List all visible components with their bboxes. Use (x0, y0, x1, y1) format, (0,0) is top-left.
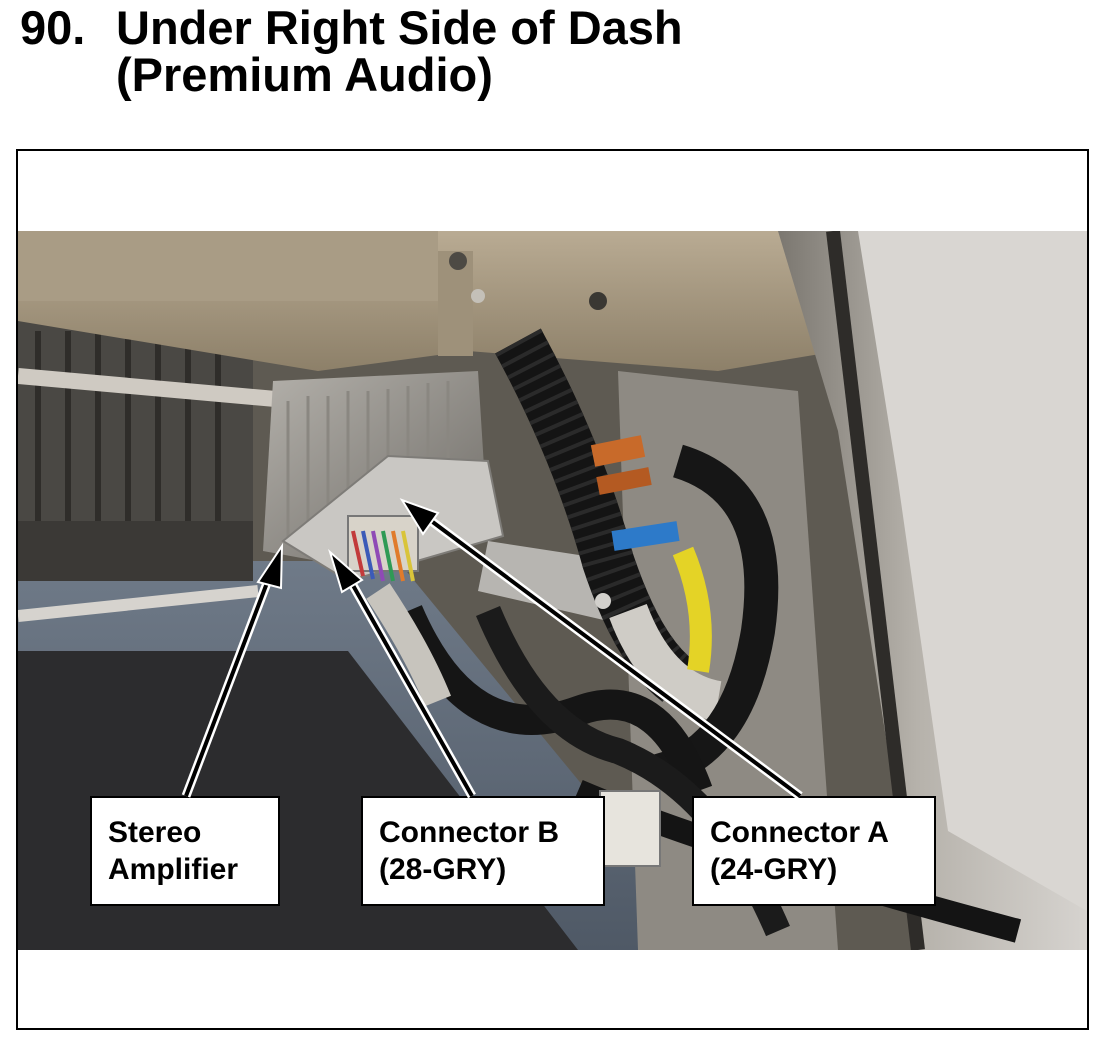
callout-connector-a: Connector A (24-GRY) (692, 796, 936, 906)
callout-connector-a-line-2: (24-GRY) (710, 853, 838, 886)
page-heading: 90. Under Right Side of Dash (Premium Aud… (20, 4, 683, 98)
heading-title: Under Right Side of Dash (116, 1, 683, 54)
callout-connector-a-line-1: Connector A (710, 816, 889, 849)
callout-amplifier-line-1: Stereo (108, 816, 202, 849)
heading-subtitle: (Premium Audio) (116, 48, 493, 101)
callout-amplifier-line-2: Amplifier (108, 853, 239, 886)
callout-stereo-amplifier: Stereo Amplifier (90, 796, 280, 906)
callout-connector-b-line-2: (28-GRY) (379, 853, 507, 886)
callout-connector-b: Connector B (28-GRY) (361, 796, 605, 906)
heading-line-1: 90. Under Right Side of Dash (20, 4, 683, 51)
step-number: 90. (20, 1, 86, 54)
photo-frame: Stereo Amplifier Connector B (28-GRY) Co… (16, 149, 1089, 1030)
callout-connector-b-line-1: Connector B (379, 816, 559, 849)
